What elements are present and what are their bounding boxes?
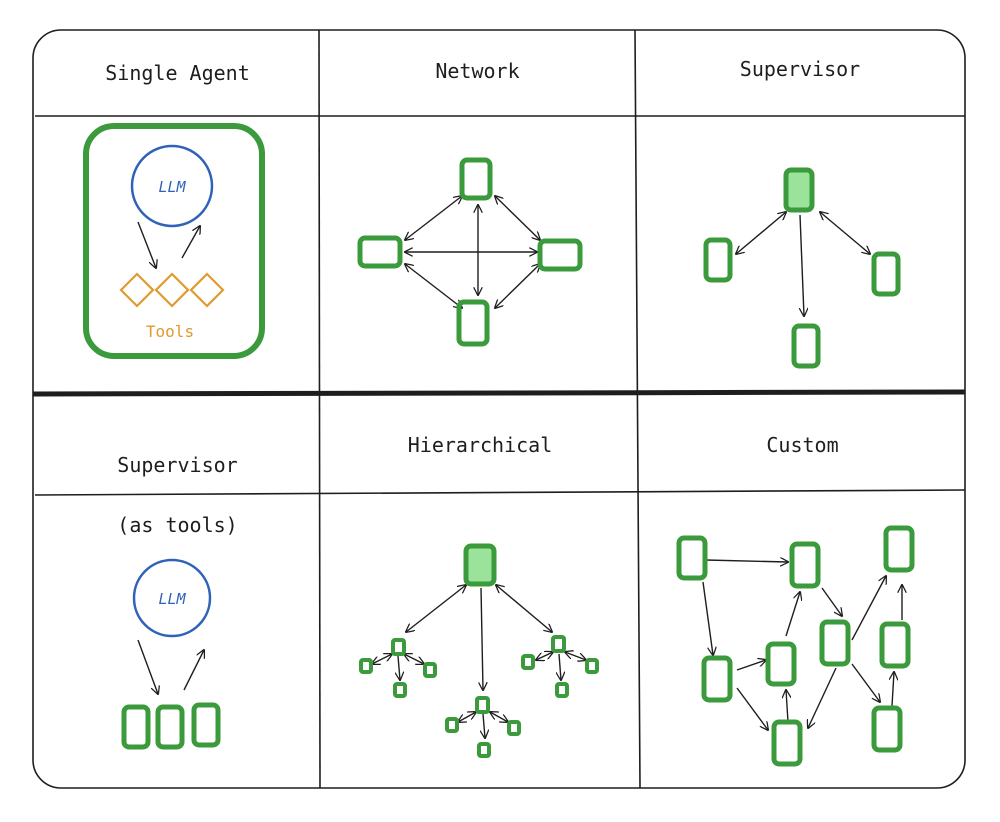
custom-edge (851, 576, 886, 641)
network-node-bottom (456, 299, 490, 347)
network-nodes (357, 157, 583, 347)
supervisor-diagram (736, 212, 870, 316)
supervisor-edge (736, 212, 786, 254)
supervisor-edge (800, 214, 804, 316)
network-edge (405, 196, 462, 240)
team-right-worker (555, 682, 569, 698)
tools-label: Tools (146, 322, 194, 341)
network-edge (495, 196, 540, 240)
agent-container (83, 123, 265, 359)
llm-circle (130, 144, 214, 228)
custom-node (819, 619, 851, 667)
worker-node-right (871, 251, 901, 297)
supervisor-nodes (703, 167, 901, 369)
title-hierarchical: Hierarchical (407, 433, 553, 457)
custom-edge (705, 560, 788, 562)
hier-edge (496, 585, 552, 632)
custom-node (879, 621, 911, 669)
custom-edge (808, 667, 837, 728)
title-custom: Custom (766, 433, 839, 457)
arrow-tools-to-llm (181, 226, 200, 259)
network-node-top (459, 157, 493, 201)
supervisor-as-tools-diagram: LLM (121, 558, 221, 750)
arrow-agents-to-llm (183, 650, 204, 691)
outer-border (32, 29, 966, 789)
custom-nodes (676, 525, 915, 767)
title-supervisor-as-tools: Supervisor (as tools) (35, 420, 320, 570)
hier-edge (481, 587, 483, 690)
network-diagram (405, 196, 540, 308)
row-divider (32, 389, 966, 397)
grid-frame (32, 29, 966, 789)
llm-label: LLM (158, 590, 186, 608)
custom-node (771, 719, 803, 767)
custom-node (789, 541, 821, 589)
agent-tool-2 (155, 704, 185, 750)
tool-diamond-1 (119, 272, 155, 308)
agent-tool-3 (191, 702, 221, 748)
custom-edge (786, 690, 788, 723)
llm-circle (132, 558, 212, 638)
custom-node (701, 655, 733, 703)
custom-edge (736, 687, 768, 730)
arrow-llm-to-tools (137, 221, 156, 268)
team-bottom-worker (507, 720, 521, 736)
network-node-right (537, 238, 583, 272)
worker-node-left (703, 237, 733, 283)
custom-node (676, 535, 708, 581)
title-single-agent: Single Agent (105, 61, 250, 85)
hierarchical-nodes (359, 543, 599, 758)
title-supervisor: Supervisor (739, 57, 861, 81)
team-left-worker (393, 682, 407, 698)
team-bottom-supervisor (475, 696, 490, 714)
custom-node (883, 525, 915, 573)
network-node-left (357, 235, 403, 269)
team-left-worker (423, 662, 437, 678)
team-right-supervisor (551, 635, 566, 653)
title-supervisor-as-tools-line1: Supervisor (117, 453, 238, 477)
custom-edge (785, 592, 800, 637)
arrow-llm-to-agents (137, 639, 158, 694)
column-divider-right (634, 29, 641, 789)
title-supervisor-as-tools-line2: (as tools) (117, 513, 238, 537)
custom-edge (851, 663, 880, 702)
single-agent-diagram: LLM Tools (83, 123, 265, 359)
column-divider-left (318, 29, 321, 789)
network-edge (405, 264, 462, 308)
custom-edge (892, 672, 894, 707)
network-edge (495, 264, 540, 308)
tool-diamond-3 (189, 272, 225, 308)
hierarchical-diagram (372, 585, 586, 738)
custom-edge (736, 660, 766, 671)
team-bottom-worker (477, 742, 491, 758)
llm-label: LLM (158, 178, 186, 196)
custom-diagram (702, 560, 902, 730)
team-bottom-worker (445, 717, 459, 733)
custom-node (765, 641, 797, 687)
supervisor-node (783, 167, 815, 213)
custom-edge (702, 581, 713, 655)
hier-edge (406, 585, 466, 632)
tool-diamond-2 (154, 272, 190, 308)
team-right-worker (585, 658, 599, 674)
custom-edge (821, 587, 842, 616)
bottom-header-divider (34, 489, 966, 496)
team-right-worker (521, 654, 535, 670)
team-left-worker (359, 658, 373, 674)
top-supervisor-node (463, 543, 497, 587)
custom-node (871, 705, 903, 753)
worker-node-bottom (791, 323, 821, 369)
supervisor-edge (820, 212, 870, 254)
team-left-supervisor (391, 638, 406, 656)
agent-tool-1 (121, 704, 151, 750)
title-network: Network (435, 59, 520, 83)
